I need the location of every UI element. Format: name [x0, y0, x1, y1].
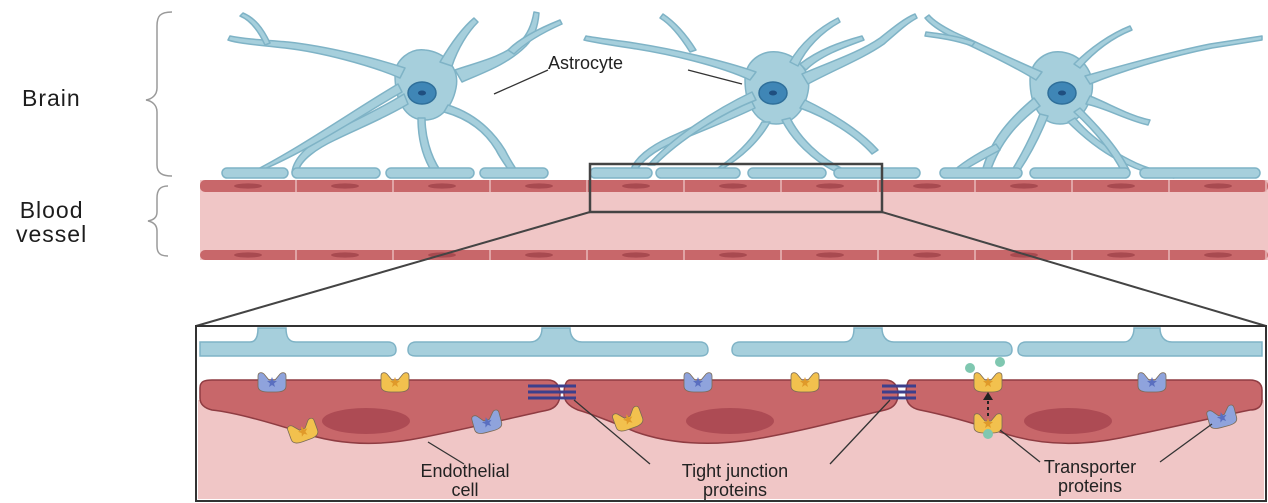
vessel-wall-nucleus: [622, 252, 650, 258]
vessel-wall-nucleus: [525, 183, 553, 189]
tight-junction-2: [882, 384, 916, 400]
vessel-wall-nucleus: [428, 183, 456, 189]
tight-junction-leader-right: [829, 399, 891, 465]
endothelial-nucleus-2: [686, 408, 774, 434]
tight-junction-1: [528, 384, 576, 400]
transporter-leader-right: [1159, 423, 1213, 463]
vessel-bracket: [147, 185, 169, 257]
blood-vessel-label: Blood vessel: [16, 197, 88, 248]
vessel-wall-nucleus: [1010, 183, 1038, 189]
transporter-proteins: [257, 372, 1238, 444]
transport-arrowhead: [983, 392, 993, 400]
vessel-wall-nucleus: [331, 183, 359, 189]
solute-2: [965, 363, 975, 373]
inset-panel: [195, 325, 1267, 502]
vessel-wall-nucleus: [525, 252, 553, 258]
vessel-wall-nucleus: [719, 183, 747, 189]
vessel-wall-nucleus: [816, 252, 844, 258]
transporter-protein: [973, 413, 1003, 434]
zoom-box: [588, 162, 884, 214]
vessel-wall-nucleus: [1107, 183, 1135, 189]
transporter-protein: [1137, 372, 1167, 393]
brain-bracket: [145, 11, 173, 177]
astrocyte-2: [583, 13, 918, 173]
vessel-wall-nucleus: [1204, 252, 1232, 258]
inset-endfeet: [199, 327, 1263, 357]
transporter-leader-left: [999, 429, 1041, 463]
vessel-wall-nucleus: [234, 252, 262, 258]
endothelial-nucleus-1: [322, 408, 410, 434]
solute-1: [995, 357, 1005, 367]
vessel-wall-nucleus: [331, 252, 359, 258]
astrocyte-layer: [221, 11, 1263, 179]
vessel-wall-nucleus: [234, 183, 262, 189]
astrocyte-1: [227, 11, 563, 173]
astrocyte-leader-left: [493, 69, 549, 95]
transporter-protein: [471, 409, 503, 434]
endothelial-cell-label: Endothelial cell: [420, 461, 510, 500]
transporter-protein: [380, 372, 410, 393]
blood-vessel: [200, 180, 1268, 260]
transporter-protein: [287, 417, 319, 444]
endothelial-nucleus-3: [1024, 408, 1112, 434]
astrocyte-endfeet: [221, 167, 1261, 179]
transporter-label: Transporter proteins: [1043, 457, 1137, 496]
solute-3: [983, 429, 993, 439]
vessel-wall-nucleus: [1107, 252, 1135, 258]
endothelial-leader: [427, 441, 465, 465]
transporter-protein: [973, 372, 1003, 393]
vessel-wall-nucleus: [1204, 183, 1232, 189]
transporter-protein: [257, 372, 287, 393]
astrocyte-3: [924, 14, 1263, 179]
zoom-guide-right: [881, 211, 1267, 327]
astrocyte-label: Astrocyte: [548, 53, 624, 73]
transporter-protein: [790, 372, 820, 393]
vessel-wall-nucleus: [816, 183, 844, 189]
vessel-wall-nucleus: [913, 252, 941, 258]
astrocyte-leader-right: [687, 69, 743, 85]
vessel-wall-nucleus: [913, 183, 941, 189]
tight-junction-label: Tight junction proteins: [681, 461, 789, 500]
zoom-guide-left: [195, 211, 591, 327]
vessel-wall-nucleus: [622, 183, 650, 189]
vessel-wall-nucleus: [719, 252, 747, 258]
transporter-protein: [612, 405, 644, 432]
brain-label: Brain: [22, 85, 81, 111]
transporter-protein: [683, 372, 713, 393]
tight-junction-leader-left: [573, 399, 651, 465]
transporter-protein: [1206, 404, 1238, 429]
